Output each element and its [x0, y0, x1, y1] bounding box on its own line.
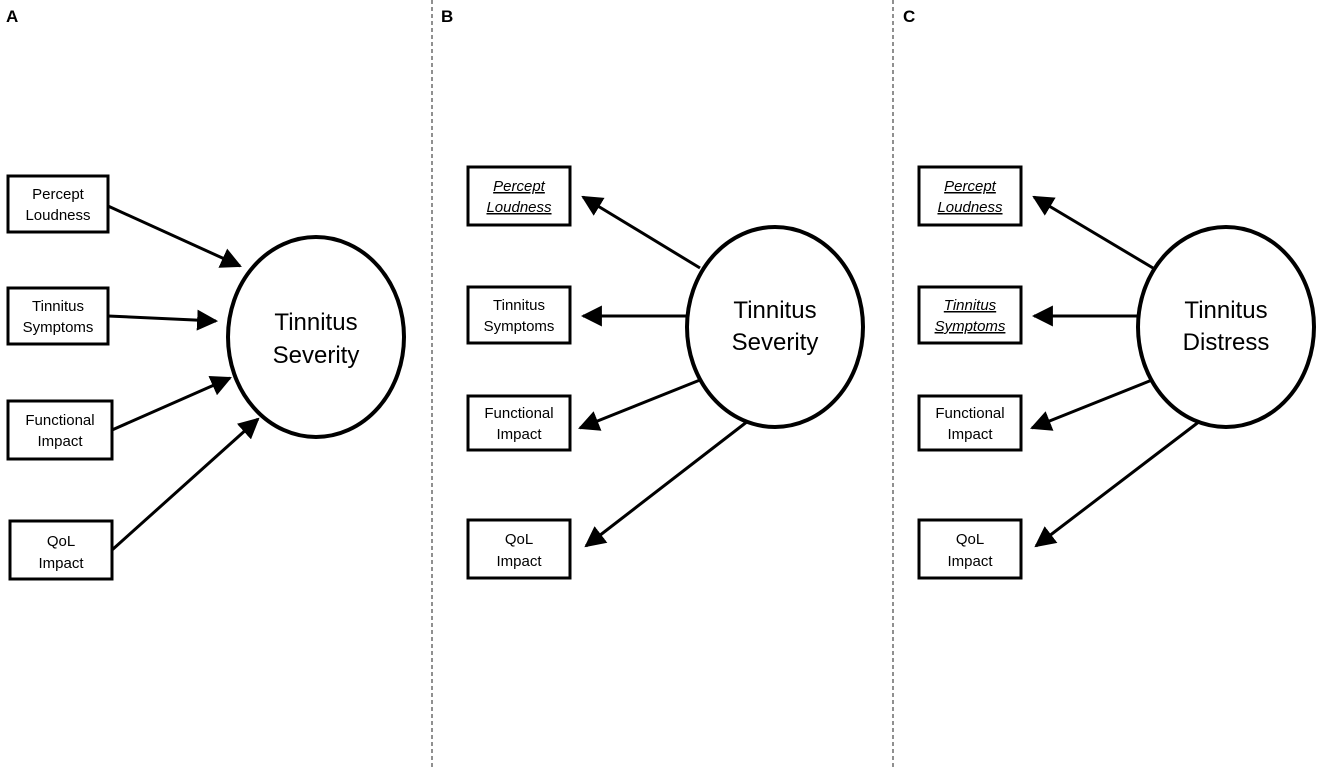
- arrow-construct-to-qol-impact: [584, 419, 749, 548]
- arrow-construct-to-functional-impact: [1030, 378, 1153, 431]
- indicator-label-line2: Impact: [947, 553, 993, 570]
- arrow-construct-to-functional-impact: [578, 378, 701, 431]
- indicator-label-line1: QoL: [505, 531, 533, 548]
- panel-b: B Percept Loudness Tinnitus Symptoms Fun…: [441, 7, 865, 580]
- indicator-box-tinnitus-symptoms: [466, 285, 572, 345]
- construct-ellipse: [226, 235, 406, 439]
- indicator-label-line2: Impact: [37, 433, 83, 450]
- indicator-label-line1: QoL: [47, 533, 75, 550]
- indicator-box-tinnitus-symptoms: [917, 285, 1023, 345]
- arrow-tinnitus-symptoms-to-construct: [107, 309, 219, 331]
- construct-label-line1: Tinnitus: [733, 297, 816, 324]
- indicator-label-line2: Symptoms: [935, 318, 1006, 335]
- arrow-qol-impact-to-construct: [110, 417, 260, 552]
- indicator-label-line1: Percept: [944, 178, 997, 195]
- panel-a: A Percept Loudness Tinnitus Symptoms Fun…: [6, 7, 406, 581]
- construct-label-line2: Severity: [732, 329, 819, 356]
- arrow-functional-impact-to-construct: [111, 376, 232, 432]
- indicator-label-line2: Loudness: [486, 199, 552, 216]
- indicator-label-line1: Percept: [493, 178, 546, 195]
- indicator-box-functional-impact: [6, 399, 114, 461]
- indicator-label-line2: Symptoms: [23, 319, 94, 336]
- construct-label-line2: Severity: [273, 342, 360, 369]
- indicator-label-line1: Tinnitus: [493, 297, 545, 314]
- indicator-label-line1: QoL: [956, 531, 984, 548]
- indicator-label-line1: Functional: [935, 405, 1004, 422]
- indicator-box-percept-loudness: [466, 165, 572, 227]
- indicator-box-qol-impact: [466, 518, 572, 580]
- indicator-label-line1: Tinnitus: [32, 298, 84, 315]
- indicator-label-line1: Percept: [32, 186, 85, 203]
- indicator-label-line2: Symptoms: [484, 318, 555, 335]
- indicator-box-percept-loudness: [6, 174, 110, 234]
- indicator-box-qol-impact: [917, 518, 1023, 580]
- indicator-box-qol-impact: [8, 519, 114, 581]
- construct-label-line2: Distress: [1183, 329, 1270, 356]
- construct-ellipse: [685, 225, 865, 429]
- panel-c: C Percept Loudness Tinnitus Symptoms Fun…: [903, 7, 1316, 580]
- arrow-percept-loudness-to-construct: [107, 204, 242, 268]
- arrow-construct-to-percept-loudness: [581, 195, 701, 270]
- indicator-label-line1: Functional: [484, 405, 553, 422]
- indicator-label-line2: Impact: [496, 553, 542, 570]
- panel-b-letter: B: [441, 7, 453, 26]
- construct-ellipse: [1136, 225, 1316, 429]
- indicator-label-line2: Impact: [947, 426, 993, 443]
- indicator-box-tinnitus-symptoms: [6, 286, 110, 346]
- indicator-box-percept-loudness: [917, 165, 1023, 227]
- construct-label-line1: Tinnitus: [1184, 297, 1267, 324]
- construct-label-line1: Tinnitus: [274, 309, 357, 336]
- indicator-label-line1: Tinnitus: [944, 297, 997, 314]
- indicator-label-line2: Impact: [496, 426, 542, 443]
- arrow-construct-to-percept-loudness: [1032, 195, 1154, 270]
- panel-c-letter: C: [903, 7, 915, 26]
- arrow-construct-to-qol-impact: [1034, 419, 1201, 548]
- panel-a-letter: A: [6, 7, 18, 26]
- indicator-label-line2: Loudness: [25, 207, 90, 224]
- indicator-label-line2: Impact: [38, 555, 84, 572]
- indicator-label-line1: Functional: [25, 412, 94, 429]
- indicator-box-functional-impact: [917, 394, 1023, 452]
- indicator-label-line2: Loudness: [937, 199, 1003, 216]
- indicator-box-functional-impact: [466, 394, 572, 452]
